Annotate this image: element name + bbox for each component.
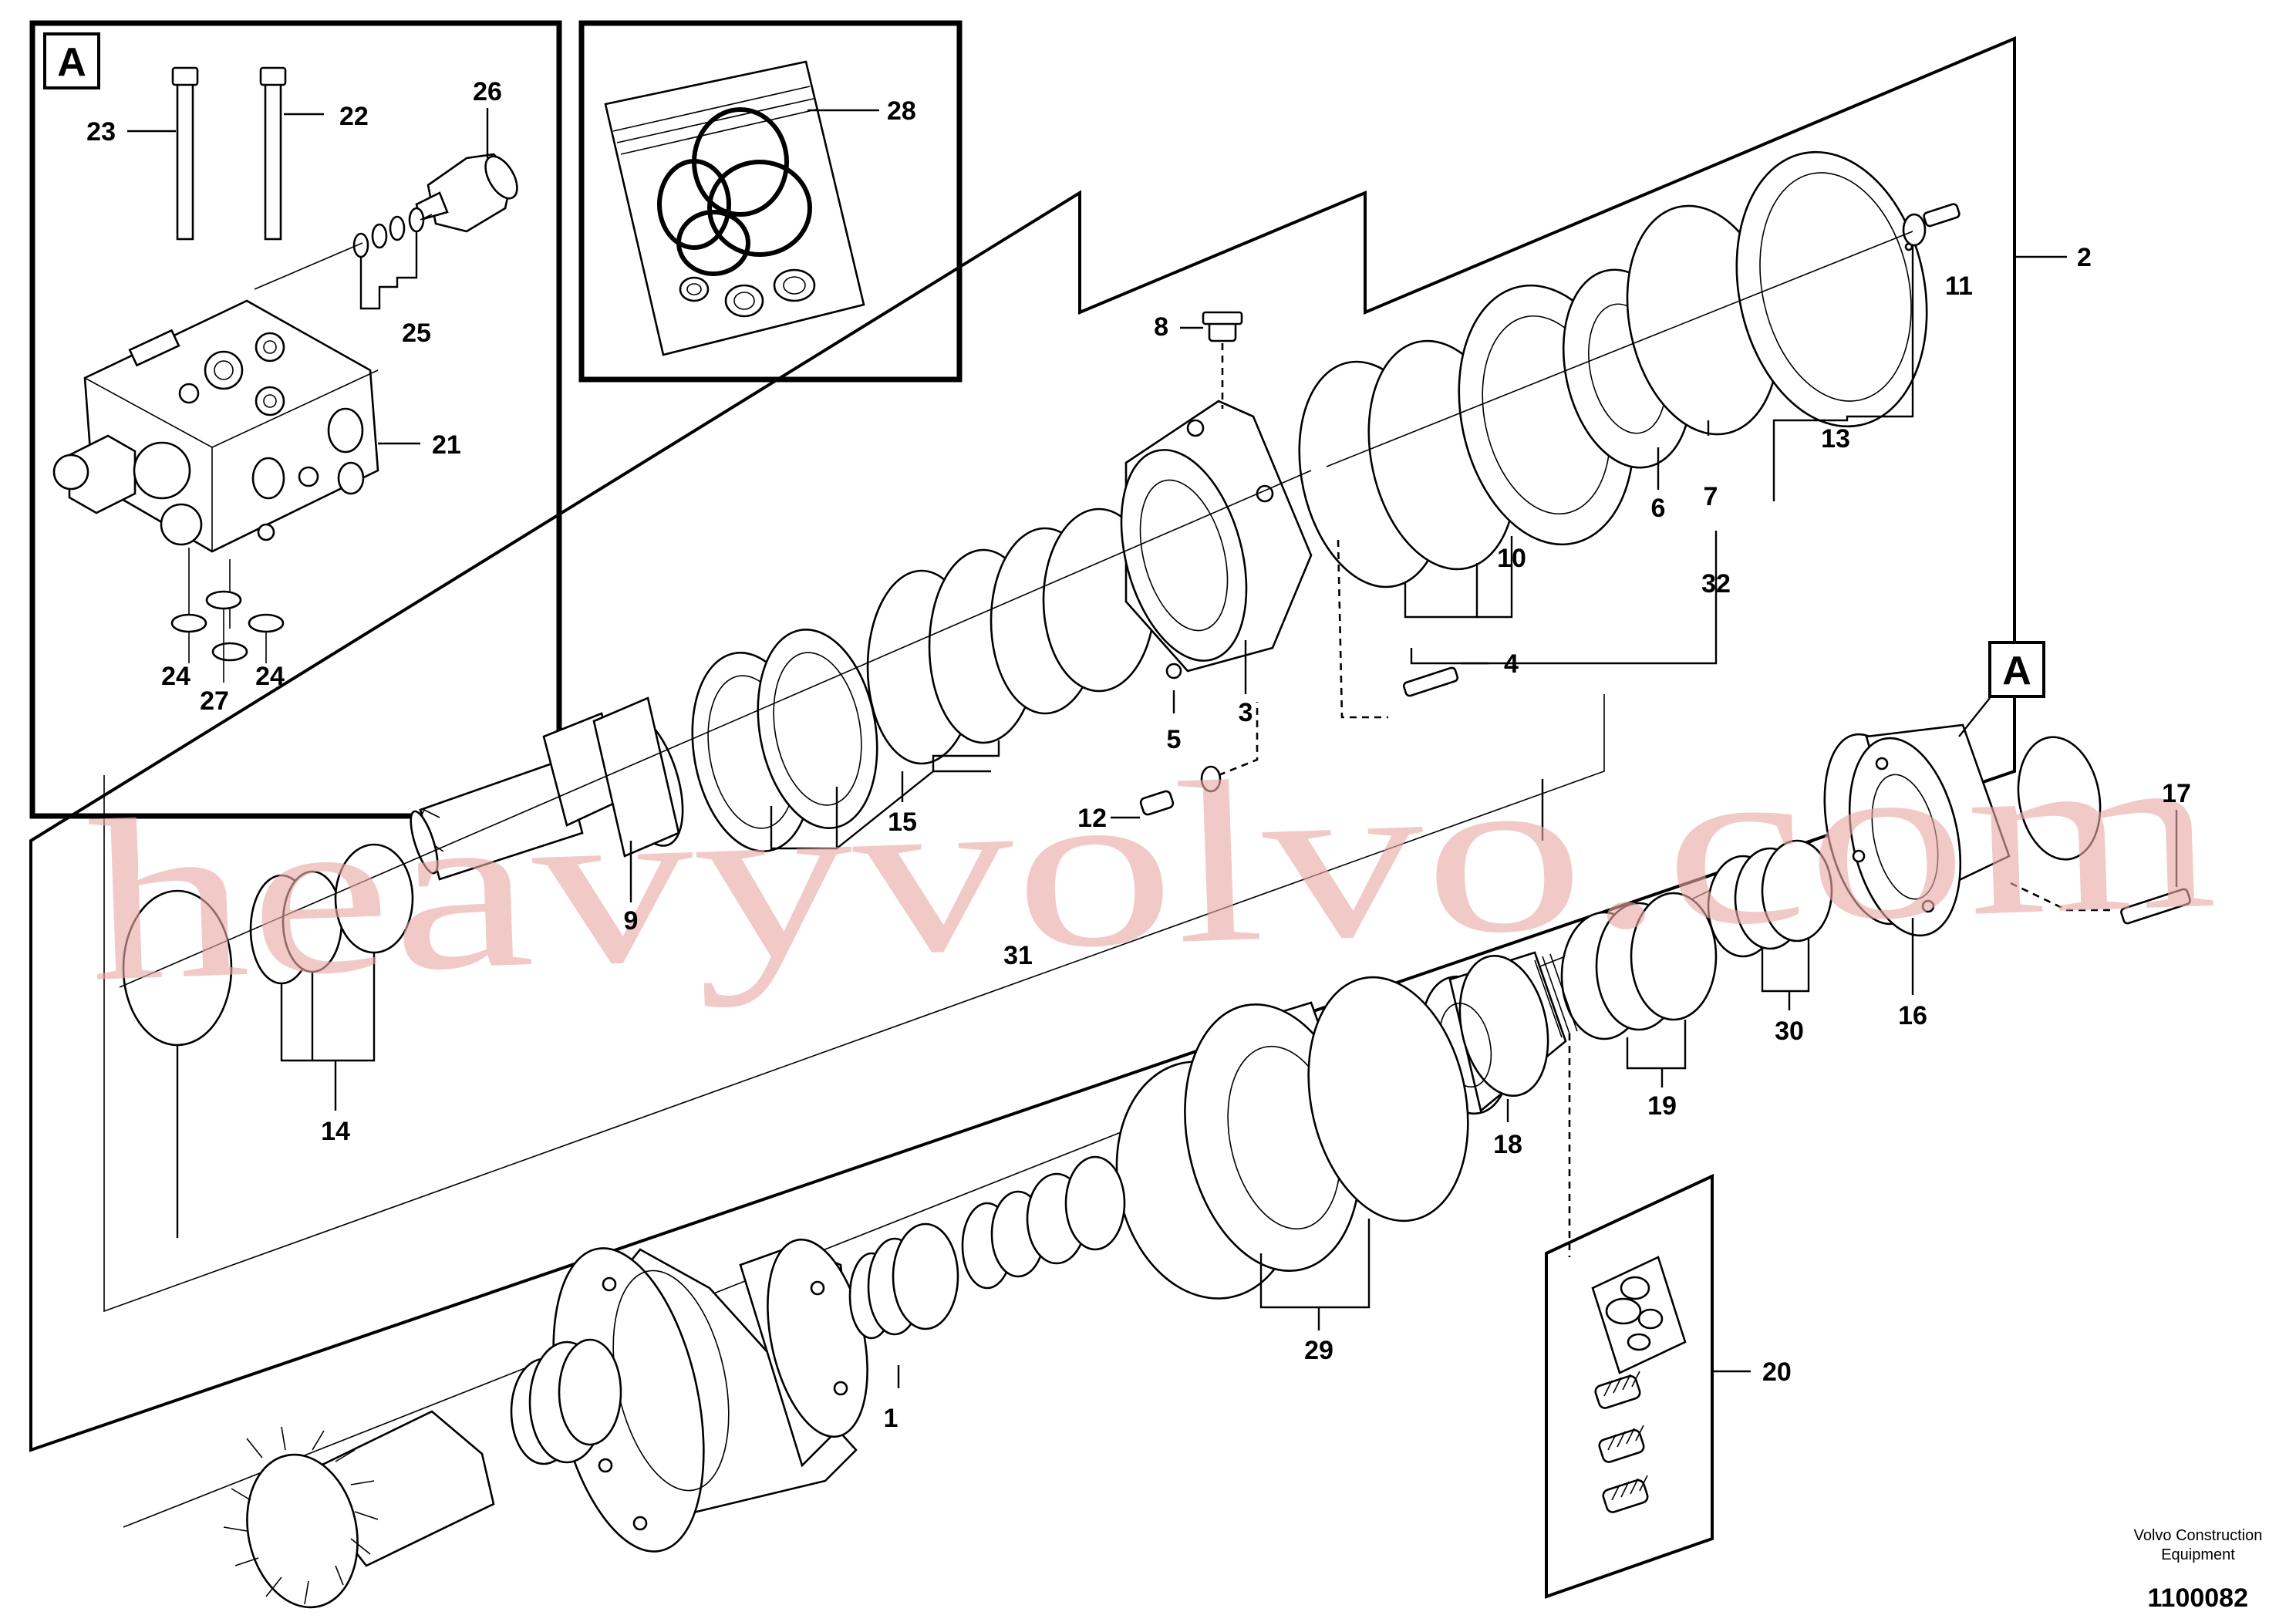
ball-5 — [1165, 663, 1182, 679]
rings-19 — [1560, 892, 1718, 1040]
bearing-cone-1 — [848, 1222, 959, 1340]
ring-gear-29 — [1115, 976, 1469, 1300]
cover-13 — [1735, 150, 1928, 428]
snap-rings-group — [961, 1155, 1126, 1290]
shaft-9 — [410, 696, 684, 881]
bearing-18 — [1420, 951, 1578, 1115]
callout-17: 17 — [2162, 779, 2191, 808]
callout-27: 27 — [200, 686, 229, 716]
hub-housing-1 — [552, 1238, 868, 1553]
callout-24-left: 24 — [161, 662, 190, 691]
callout-13: 13 — [1821, 424, 1850, 454]
callout-numbers: 1 2 3 4 5 6 7 8 9 10 11 12 13 14 15 16 1… — [86, 77, 2191, 1433]
detail-label-a-assembly: A — [1958, 641, 2045, 737]
callout-16: 16 — [1898, 1001, 1927, 1030]
callout-28: 28 — [887, 96, 916, 126]
company-name-line1: Volvo Construction — [2134, 1527, 2263, 1544]
callout-12: 12 — [1077, 804, 1107, 833]
callout-23: 23 — [86, 117, 116, 147]
callout-7: 7 — [1704, 482, 1718, 511]
callout-6: 6 — [1651, 494, 1666, 523]
washer-bolt-11 — [1902, 203, 1961, 247]
callout-31: 31 — [1003, 941, 1033, 970]
seal-kit-28-frame — [578, 20, 963, 383]
callout-25: 25 — [402, 319, 431, 348]
callout-20: 20 — [1762, 1357, 1792, 1387]
callout-30: 30 — [1775, 1017, 1804, 1046]
callout-29: 29 — [1304, 1336, 1333, 1365]
bolt-17 — [2120, 888, 2191, 925]
callout-3: 3 — [1239, 698, 1253, 727]
callout-21: 21 — [432, 430, 461, 460]
o-rings-24-27 — [170, 548, 285, 683]
callout-11: 11 — [1945, 271, 1973, 301]
seal-kit-20 — [1545, 1173, 1714, 1599]
svg-text:A: A — [2002, 649, 2031, 693]
o-ring-16 — [2017, 736, 2102, 861]
valve-cartridge-26 — [415, 153, 518, 233]
pinion-shaft — [223, 1338, 622, 1609]
callout-26: 26 — [473, 77, 502, 106]
plug-12 — [1139, 765, 1222, 816]
callout-24-right: 24 — [255, 662, 285, 691]
callout-4: 4 — [1504, 649, 1519, 679]
callout-18: 18 — [1493, 1130, 1522, 1159]
bolt-4 — [1402, 666, 1459, 697]
callout-22: 22 — [339, 102, 369, 131]
callout-14: 14 — [321, 1117, 350, 1146]
callout-8: 8 — [1154, 312, 1168, 342]
callout-1: 1 — [884, 1404, 899, 1433]
fitting-8 — [1202, 311, 1243, 342]
callout-32: 32 — [1701, 569, 1731, 599]
bolt-23 — [171, 66, 199, 241]
callout-15: 15 — [888, 808, 917, 837]
motor-housing-16 — [1823, 723, 2011, 937]
bracket-31 — [103, 694, 1605, 1313]
company-name-line2: Equipment — [2161, 1546, 2235, 1563]
bolt-22 — [259, 66, 287, 241]
callout-19: 19 — [1647, 1091, 1677, 1121]
valve-block-21 — [52, 299, 379, 553]
detail-label-a-inset: A — [57, 40, 86, 85]
frame-group-2 — [29, 35, 2016, 1452]
drawing-number: 1100082 — [2148, 1583, 2249, 1613]
callout-10: 10 — [1497, 544, 1526, 573]
rings-30 — [1707, 839, 1833, 958]
seals-14 — [122, 843, 414, 1047]
o-rings-25 — [254, 207, 433, 290]
callout-5: 5 — [1167, 725, 1182, 754]
callout-9: 9 — [624, 906, 639, 936]
brake-housing-3 — [1120, 400, 1313, 673]
friction-plates-15 — [691, 508, 1156, 852]
callout-2: 2 — [2077, 243, 2092, 272]
